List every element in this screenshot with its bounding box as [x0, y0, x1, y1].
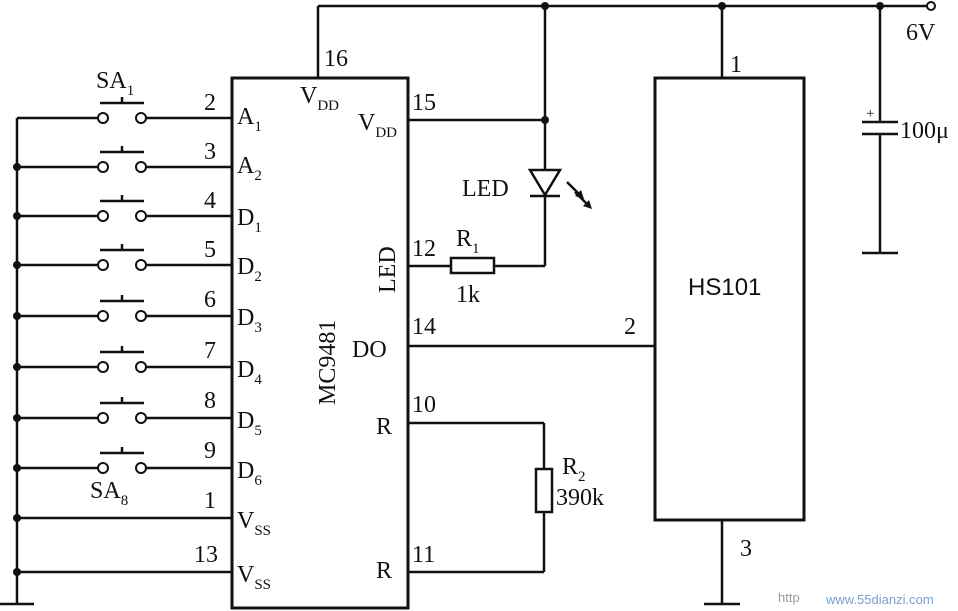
ic-hs101-name: HS101 — [688, 274, 761, 301]
vdd-pin-number: 16 — [324, 46, 348, 72]
pin-label-d4: D4 — [237, 357, 262, 388]
switch-last-label: SA8 — [90, 478, 128, 509]
r-pin-10-label: R — [376, 414, 392, 440]
vdd-pin-label: VDD — [300, 83, 339, 114]
ic-mc9481-name: MC9481 — [315, 320, 341, 405]
switch-7 — [17, 397, 232, 424]
r2-name-label: R2 — [562, 454, 586, 485]
led-pin-number: 12 — [412, 236, 436, 262]
resistor-r2 — [408, 421, 554, 574]
pin-label-d1: D1 — [237, 205, 262, 236]
pin-num-2: 2 — [204, 90, 216, 116]
switch-2 — [17, 146, 232, 173]
led-label: LED — [462, 176, 509, 202]
capacitor — [862, 120, 898, 255]
switch-sa8 — [17, 447, 232, 474]
r2-value-label: 390k — [556, 485, 604, 511]
pin-num-6: 6 — [204, 287, 216, 313]
pin-label-d6: D6 — [237, 458, 262, 489]
ic-hs101-body — [653, 76, 806, 522]
supply-rail — [316, 1, 936, 170]
r1-value-label: 1k — [456, 282, 480, 308]
left-bus — [0, 118, 34, 606]
r1-name-label: R1 — [456, 226, 480, 257]
ic-mc9481-body — [230, 76, 410, 610]
pin-num-8: 8 — [204, 388, 216, 414]
pin-label-d2: D2 — [237, 254, 262, 285]
switch-rows — [13, 97, 232, 576]
pin-num-3: 3 — [204, 139, 216, 165]
capacitor-plus-label: + — [866, 106, 874, 122]
switch-6 — [17, 346, 232, 373]
switch-3 — [17, 195, 232, 222]
do-pin-number: 14 — [412, 314, 436, 340]
r-pin-11-label: R — [376, 558, 392, 584]
switch-4 — [17, 244, 232, 271]
do-pin-label: DO — [352, 337, 387, 363]
watermark-left: http — [778, 590, 800, 605]
pin-label-d5: D5 — [237, 408, 262, 439]
hs101-pin3: 3 — [740, 536, 752, 562]
left-pin-labels: 2 A1 3 A2 4 D1 5 D2 6 D3 7 D4 8 D5 9 D6 … — [194, 90, 271, 593]
switch-first-label: SA1 — [96, 68, 134, 99]
resistor-r1 — [408, 256, 545, 275]
pin-label-vss-1: VSS — [237, 508, 271, 539]
pin-label-a2: A2 — [237, 153, 262, 184]
hs101-pin1: 1 — [730, 52, 742, 78]
pin-num-13: 13 — [194, 542, 218, 568]
pin-label-d3: D3 — [237, 305, 262, 336]
pin-num-9: 9 — [204, 438, 216, 464]
watermark-right: www.55dianzi.com — [825, 592, 934, 607]
switch-5 — [17, 295, 232, 322]
switch-sa1 — [17, 97, 232, 124]
pin-label-vss-2: VSS — [237, 562, 271, 593]
capacitor-value-label: 100μ — [900, 118, 949, 144]
pin-num-1: 1 — [204, 488, 216, 514]
vdd2-pin-number: 15 — [412, 90, 436, 116]
supply-voltage-label: 6V — [906, 20, 936, 46]
pin-num-7: 7 — [204, 338, 216, 364]
hs101-pin2: 2 — [624, 314, 636, 340]
r-pin-11-number: 11 — [412, 542, 435, 568]
vdd2-pin-label: VDD — [358, 110, 397, 141]
led-diode — [527, 168, 592, 266]
pin-num-4: 4 — [204, 188, 216, 214]
r-pin-10-number: 10 — [412, 392, 436, 418]
led-pin-label: LED — [375, 246, 401, 293]
pin-num-5: 5 — [204, 237, 216, 263]
pin-label-a1: A1 — [237, 104, 262, 135]
hs101-ground — [704, 520, 740, 606]
